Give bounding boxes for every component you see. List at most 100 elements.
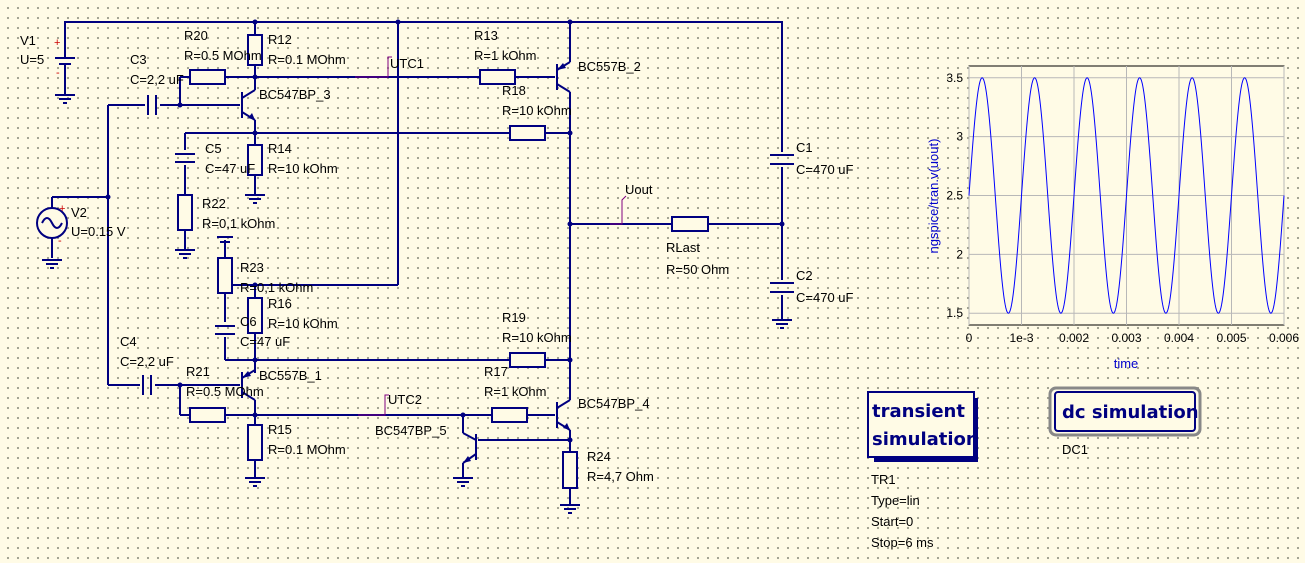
c1-value: C=470 uF [796,162,854,177]
wires [51,21,783,505]
resistor-r13[interactable] [479,69,516,85]
c2-value: C=470 uF [796,290,854,305]
capacitor-c6[interactable] [215,325,235,335]
capacitor-c5[interactable] [175,153,195,163]
transient-simulation-block[interactable]: transient simulation [867,391,979,462]
resistor-r21[interactable] [189,407,226,423]
c3-name: C3 [130,52,147,67]
r19-name: R19 [502,310,526,325]
r18-name: R18 [502,83,526,98]
dc-title: dc simulation [1062,402,1199,423]
v2-value: U=0.15 V [71,224,126,239]
resistor-r16[interactable] [247,297,263,334]
r16-name: R16 [268,296,292,311]
v2-name: V2 [71,205,87,220]
r20-name: R20 [184,28,208,43]
r24-value: R=4,7 Ohm [587,469,654,484]
r21-name: R21 [186,364,210,379]
y-tick-labels: 1.522.533.5 [946,71,963,320]
ground-icon [175,249,195,259]
resistor-r19[interactable] [509,352,546,368]
net-label-utc1[interactable]: UTC1 [355,56,424,78]
tr1-type: Type=lin [871,493,920,508]
v1-minus-sign: - [56,67,60,79]
dc-voltage-source-v1[interactable]: + - [54,37,75,95]
c4-name: C4 [120,334,137,349]
ac-voltage-source-v2[interactable]: + - [36,203,68,247]
x-tick-label: 0.005 [1216,331,1246,345]
transient-title-line1: transient [872,401,965,422]
rlast-value: R=50 Ohm [666,262,729,277]
ground-icon [560,504,580,514]
c6-value: C=47 uF [240,334,290,349]
resistor-r23[interactable] [217,257,233,294]
sine-wave-icon [41,217,63,229]
r23-name: R23 [240,260,264,275]
tr1-start: Start=0 [871,514,913,529]
x-tick-label: 1e-3 [1009,331,1033,345]
resistor-r22[interactable] [177,194,193,231]
ground-icon [453,477,473,487]
resistor-r18[interactable] [509,125,546,141]
r12-value: R=0.1 MOhm [268,52,346,67]
capacitor-c3[interactable] [147,95,157,115]
c3-value: C=2,2 uF [130,72,184,87]
c5-value: C=47 uF [205,161,255,176]
dc-simulation-block[interactable]: dc simulation [1048,386,1202,437]
capacitor-plate-r23 [217,236,233,243]
series-line-uout [968,77,1285,314]
svg-text:UTC1: UTC1 [390,56,424,71]
c6-name: C6 [240,314,257,329]
r16-value: R=10 kOhm [268,316,338,331]
q4-name: BC547BP_4 [578,396,650,411]
resistor-r17[interactable] [491,407,528,423]
junction-dots [105,19,785,443]
transistor-bc547bp-3[interactable] [241,89,256,121]
rlast-name: RLast [666,240,700,255]
r14-value: R=10 kOhm [268,161,338,176]
svg-text:Uout: Uout [625,182,653,197]
resistor-r14[interactable] [247,144,263,176]
resistor-r12[interactable] [247,34,263,66]
q3-name: BC547BP_3 [259,87,331,102]
x-tick-label: 0.003 [1111,331,1141,345]
ground-icon [42,259,62,269]
resistor-r20[interactable] [189,69,226,85]
r22-value: R=0,1 kOhm [202,216,275,231]
r23-value: R=0,1 kOhm [240,280,313,295]
transistor-bc557b-2[interactable] [556,61,571,93]
resistor-r15[interactable] [247,424,263,461]
resistor-r24[interactable] [562,451,578,489]
resistor-rlast[interactable] [671,216,709,232]
x-axis-label: time [1114,356,1139,371]
c4-value: C=2,2 uF [120,354,174,369]
transient-title-line2: simulation [872,429,979,450]
net-label-utc2[interactable]: UTC2 [358,392,422,416]
capacitor-c4[interactable] [142,375,152,395]
transistor-bc547bp-4[interactable] [556,388,571,431]
y-tick-label: 2 [956,247,963,261]
capacitor-c2[interactable] [770,282,794,293]
transistor-bc547bp-5[interactable] [462,432,477,464]
net-label-uout[interactable]: Uout [610,182,653,225]
transistor-bc557b-1[interactable] [241,369,256,401]
y-tick-label: 3 [956,130,963,144]
capacitor-c1[interactable] [770,154,794,165]
r17-name: R17 [484,364,508,379]
x-tick-label: 0.004 [1164,331,1194,345]
x-tick-label: 0.006 [1269,331,1299,345]
r17-value: R=1 kOhm [484,384,547,399]
r13-name: R13 [474,28,498,43]
v1-name: V1 [20,33,36,48]
r13-value: R=1 kOhm [474,48,537,63]
ground-icon [245,194,265,204]
x-tick-label: 0.002 [1059,331,1089,345]
r19-value: R=10 kOhm [502,330,572,345]
r20-value: R=0.5 MOhm [184,48,262,63]
r15-name: R15 [268,422,292,437]
svg-text:UTC2: UTC2 [388,392,422,407]
y-axis-label: ngspice/tran.v(uout) [926,139,941,254]
r22-name: R22 [202,196,226,211]
